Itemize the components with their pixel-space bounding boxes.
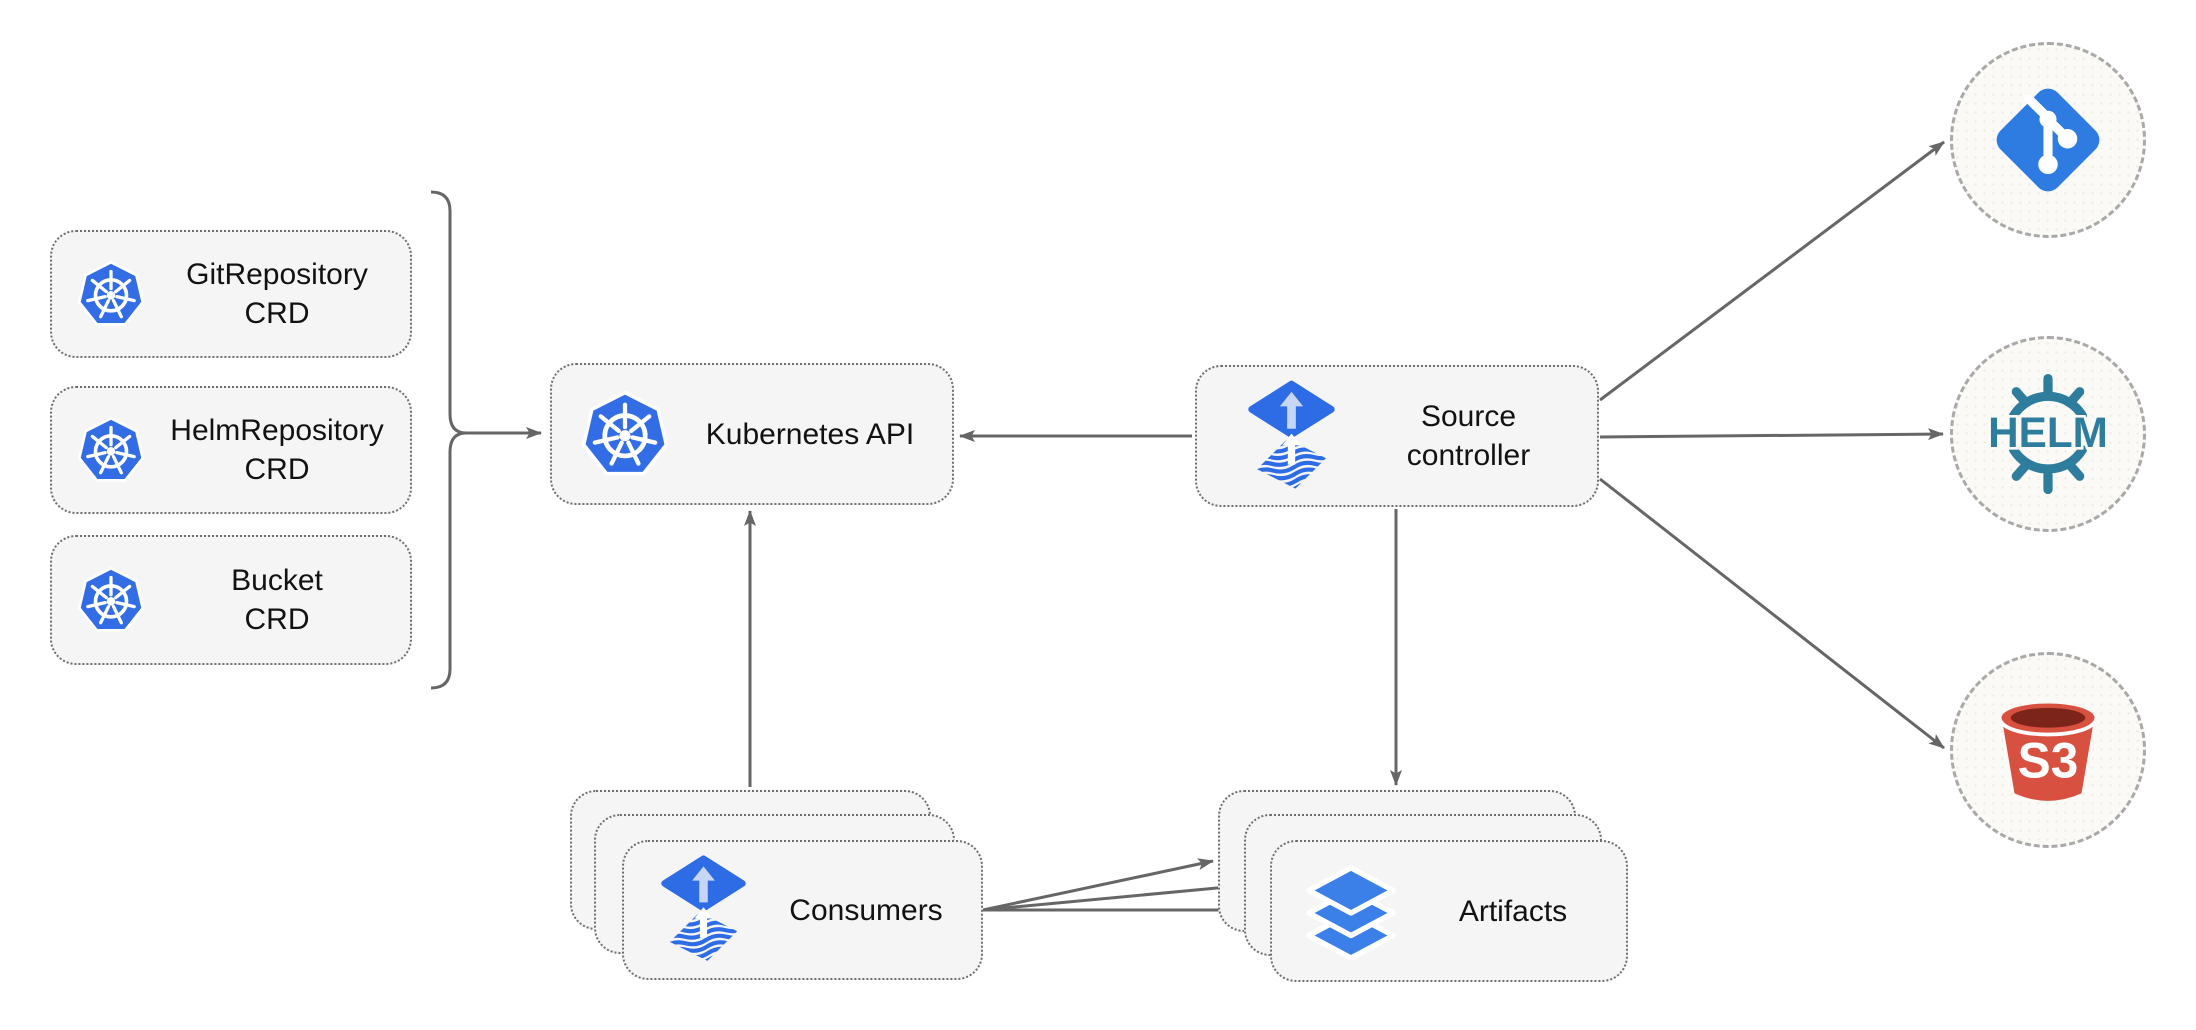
kubernetes-icon xyxy=(78,417,144,483)
helm-label: HELM xyxy=(1988,409,2108,456)
helm-icon: HELM xyxy=(1982,368,2114,500)
source-controller-label: Source controller xyxy=(1340,397,1597,475)
label-line: CRD xyxy=(244,453,310,486)
artifacts-label: Artifacts xyxy=(1458,894,1568,928)
source-controller-node: Source controller xyxy=(1195,365,1599,507)
crd-bracket xyxy=(430,190,467,690)
kubernetes-icon xyxy=(78,261,144,327)
crd-box-helmrepository: HelmRepository CRD xyxy=(50,386,412,514)
flux-icon xyxy=(656,855,751,965)
arrow-source-to-git xyxy=(1599,140,1945,402)
crd-box-label: GitRepository CRD xyxy=(144,255,410,333)
crd-box-gitrepository: GitRepository CRD xyxy=(50,230,412,358)
crd-box-label: HelmRepository CRD xyxy=(144,411,410,489)
kubernetes-api-label: Kubernetes API xyxy=(705,417,915,451)
label-line: GitRepository xyxy=(186,258,368,291)
label-line: CRD xyxy=(244,603,310,636)
external-helm-node: HELM xyxy=(1950,336,2146,532)
crd-box-bucket: Bucket CRD xyxy=(50,535,412,665)
s3-label: S3 xyxy=(2018,732,2079,788)
external-s3-node: S3 xyxy=(1950,652,2146,848)
kubernetes-api-node: Kubernetes API xyxy=(550,363,954,505)
arrow-source-to-helm xyxy=(1599,428,1944,441)
kubernetes-icon xyxy=(582,391,668,477)
label-line: Bucket xyxy=(231,564,323,597)
external-git-node xyxy=(1950,42,2146,238)
crd-box-label: Bucket CRD xyxy=(144,561,410,639)
arrow-consumers-to-artifacts-2 xyxy=(982,881,1239,912)
arrow-consumers-to-artifacts-1 xyxy=(982,858,1214,912)
artifacts-node: Artifacts xyxy=(1270,840,1628,982)
s3-bucket-icon: S3 xyxy=(1986,688,2110,812)
label-line: CRD xyxy=(244,297,310,330)
layers-icon xyxy=(1302,859,1400,963)
consumers-label: Consumers xyxy=(789,893,943,927)
flux-icon xyxy=(1243,380,1340,493)
kubernetes-icon xyxy=(78,567,144,633)
arrow-source-to-s3 xyxy=(1599,477,1945,750)
label-line: controller xyxy=(1406,439,1531,472)
label-line: Source xyxy=(1420,400,1517,433)
git-icon xyxy=(1987,79,2109,201)
label-line: HelmRepository xyxy=(170,414,384,447)
consumers-node: Consumers xyxy=(622,840,983,980)
